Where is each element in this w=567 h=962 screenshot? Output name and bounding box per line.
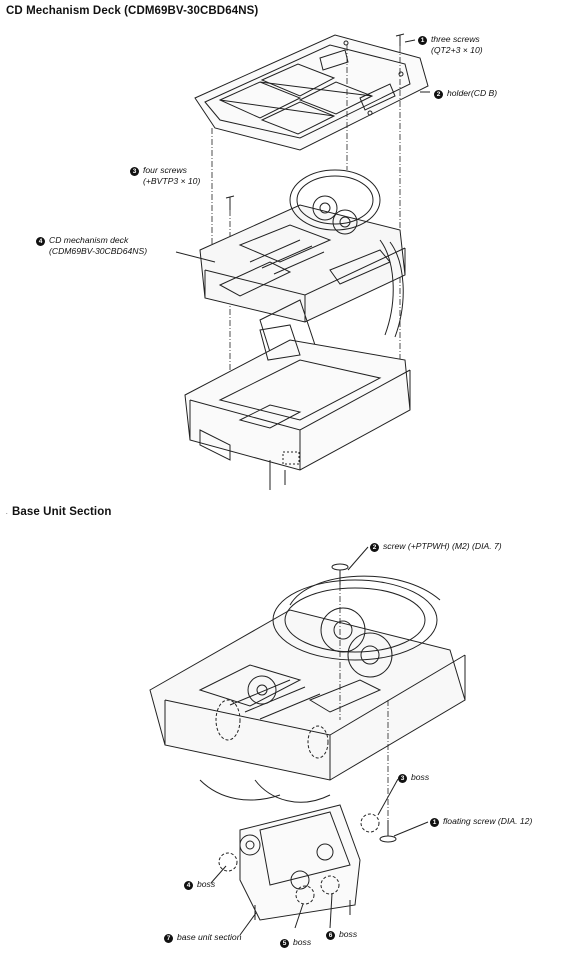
callout-label: boss bbox=[411, 772, 430, 782]
callout-boss-3: 3 boss bbox=[398, 772, 429, 783]
callout-label: three screws bbox=[431, 34, 480, 44]
callout-label: floating screw (DIA. 12) bbox=[443, 816, 533, 826]
callout-label: holder(CD B) bbox=[447, 88, 498, 98]
cd-mechanism-deck-drawing bbox=[199, 169, 406, 353]
callout-label: boss bbox=[339, 929, 358, 939]
callout-number-badge: 4 bbox=[184, 881, 193, 890]
callout-label: screw (+PTPWH) (M2) (DIA. 7) bbox=[383, 541, 502, 551]
callout-number-badge: 7 bbox=[164, 934, 173, 943]
callout-sublabel: (CDM69BV-30CBD64NS) bbox=[49, 246, 148, 256]
callout-sublabel: (+BVTP3 × 10) bbox=[143, 176, 201, 186]
callout-number-badge: 3 bbox=[398, 774, 407, 783]
callout-three-screws: 1 three screws (QT2+3 × 10) bbox=[418, 34, 483, 55]
callout-number-badge: 2 bbox=[434, 90, 443, 99]
callout-four-screws: 3 four screws (+BVTP3 × 10) bbox=[130, 165, 200, 186]
callout-label: boss bbox=[197, 879, 216, 889]
bullet-marker: . bbox=[6, 510, 8, 516]
base-unit-drawing bbox=[218, 804, 380, 921]
callout-number-badge: 5 bbox=[280, 939, 289, 948]
callout-label: four screws bbox=[143, 165, 187, 175]
callout-number-badge: 3 bbox=[130, 167, 139, 176]
callout-label: boss bbox=[293, 937, 312, 947]
screw-drawings-bottom bbox=[331, 563, 397, 843]
bottom-mechanism-drawing bbox=[149, 575, 466, 803]
callout-number-badge: 1 bbox=[430, 818, 439, 827]
callout-boss-6: 6 boss bbox=[326, 929, 357, 940]
callout-number-badge: 4 bbox=[36, 237, 45, 246]
callout-label: base unit section bbox=[177, 932, 242, 942]
callout-number-badge: 2 bbox=[370, 543, 379, 552]
callout-base-unit-section: 7 base unit section bbox=[164, 932, 242, 943]
callout-label: CD mechanism deck bbox=[49, 235, 129, 245]
section-title-base-unit: Base Unit Section bbox=[12, 506, 112, 518]
callout-floating-screw: 1 floating screw (DIA. 12) bbox=[430, 816, 532, 827]
callout-boss-5: 5 boss bbox=[280, 937, 311, 948]
holder-plate-drawing bbox=[194, 34, 429, 151]
callout-number-badge: 1 bbox=[418, 36, 427, 45]
callout-sublabel: (QT2+3 × 10) bbox=[431, 45, 483, 55]
callout-boss-4: 4 boss bbox=[184, 879, 215, 890]
screw-drawings-top bbox=[225, 33, 405, 210]
base-chassis-drawing bbox=[184, 324, 411, 490]
callout-holder: 2 holder(CD B) bbox=[434, 88, 497, 99]
section-title-cd-mechanism-deck: CD Mechanism Deck (CDM69BV-30CBD64NS) bbox=[6, 5, 259, 17]
callout-screw-ptpwh: 2 screw (+PTPWH) (M2) (DIA. 7) bbox=[370, 541, 502, 552]
callout-cd-mechanism-deck: 4 CD mechanism deck (CDM69BV-30CBD64NS) bbox=[36, 235, 147, 256]
callout-number-badge: 6 bbox=[326, 931, 335, 940]
